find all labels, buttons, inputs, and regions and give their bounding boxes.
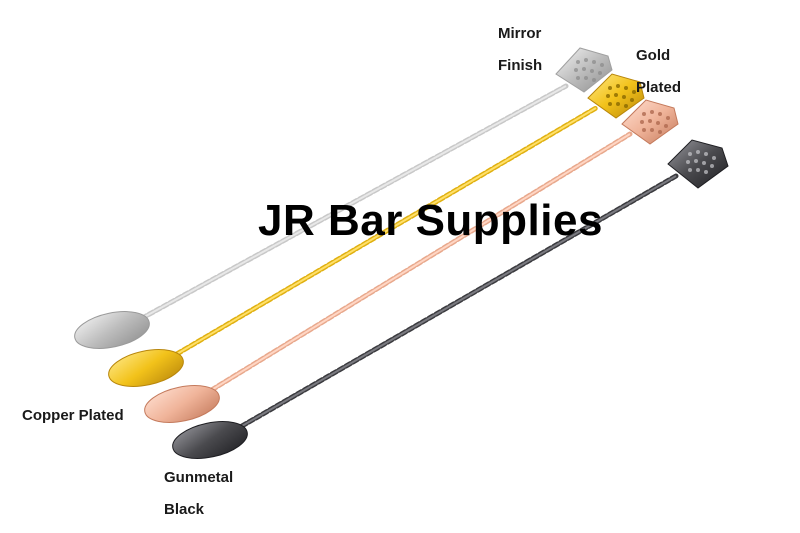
copper-plated-label: Copper Plated <box>22 407 124 424</box>
mirror-finish-label: Mirror Finish <box>498 18 542 82</box>
gold-label-line1: Gold <box>636 47 671 64</box>
mirror-finish-spoon <box>74 47 613 349</box>
mirror-label-line2: Finish <box>498 57 543 74</box>
gunmetal-black-spoon <box>172 139 729 459</box>
mirror-label-line1: Mirror <box>498 25 542 42</box>
gunmetal-label-line1: Gunmetal <box>164 469 234 486</box>
gold-label-line2: Plated <box>636 79 682 96</box>
gold-plated-label: Gold Plated <box>636 40 681 104</box>
gold-plated-spoon <box>108 73 645 387</box>
gunmetal-black-label: Gunmetal Black <box>164 462 233 526</box>
copper-plated-spoon <box>144 99 679 423</box>
gunmetal-label-line2: Black <box>164 501 205 518</box>
watermark-text: JR Bar Supplies <box>258 196 603 245</box>
